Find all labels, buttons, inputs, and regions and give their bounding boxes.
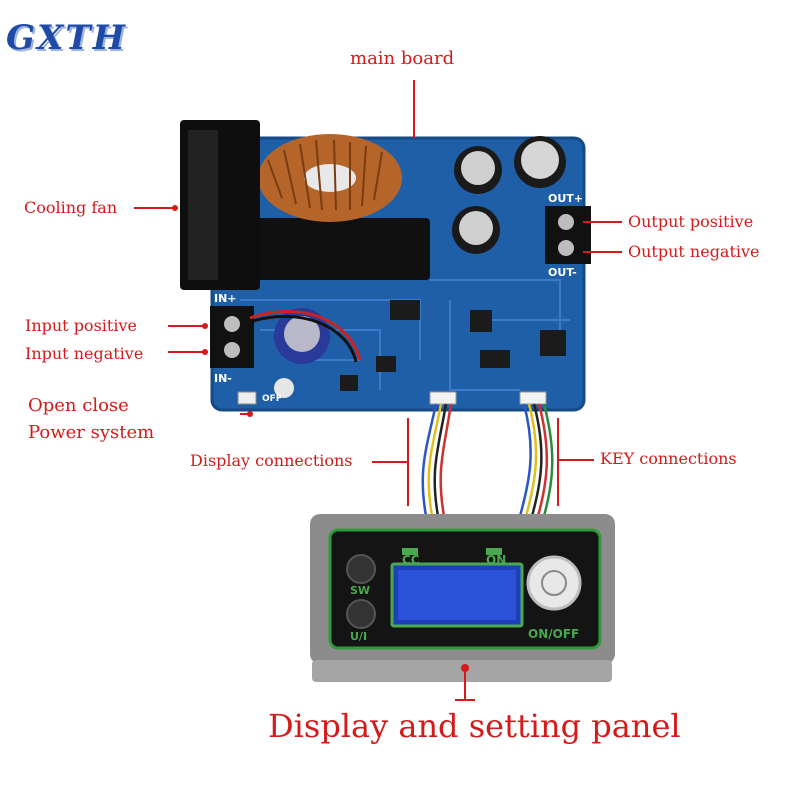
in-minus-marking: IN- — [214, 372, 232, 385]
in-plus-marking: IN+ — [214, 292, 237, 305]
heatsink — [220, 218, 430, 280]
main-board-label: main board — [350, 48, 455, 69]
cc-marking: CC — [402, 553, 420, 567]
key-connections-label: KEY connections — [600, 449, 737, 468]
pointer-lines — [134, 80, 622, 701]
output-positive-label: Output positive — [628, 212, 754, 231]
display-cable — [421, 403, 453, 517]
cooling-fan — [180, 120, 260, 290]
out-minus-marking: OUT- — [548, 266, 577, 279]
cooling-fan-label: Cooling fan — [24, 198, 118, 217]
input-negative-label: Input negative — [25, 344, 144, 363]
setting-panel — [310, 514, 615, 682]
out-plus-marking: OUT+ — [548, 192, 584, 205]
input-terminal — [210, 306, 254, 368]
output-negative-label: Output negative — [628, 242, 760, 261]
input-positive-label: Input positive — [25, 316, 137, 335]
inductor — [258, 134, 402, 222]
on-off-marking: ON/OFF — [528, 627, 580, 641]
sw-button — [346, 554, 376, 584]
panel-title-label: Display and setting panel — [268, 707, 681, 745]
output-capacitors — [452, 136, 566, 254]
brand-logo: GXTH — [6, 18, 127, 58]
display-connections-label: Display connections — [190, 451, 353, 470]
key-cable — [518, 403, 554, 517]
open-close-label: Open close — [28, 395, 129, 416]
power-switch — [237, 391, 257, 405]
off-marking: OFF — [262, 394, 282, 404]
sw-marking: SW — [350, 584, 371, 597]
output-terminal — [545, 206, 591, 264]
on-marking: ON — [486, 553, 507, 567]
ui-button — [346, 599, 376, 629]
power-system-label: Power system — [28, 422, 155, 443]
pcb-chips — [340, 300, 566, 391]
rotary-knob — [526, 555, 582, 611]
ui-marking: U/I — [350, 630, 368, 643]
